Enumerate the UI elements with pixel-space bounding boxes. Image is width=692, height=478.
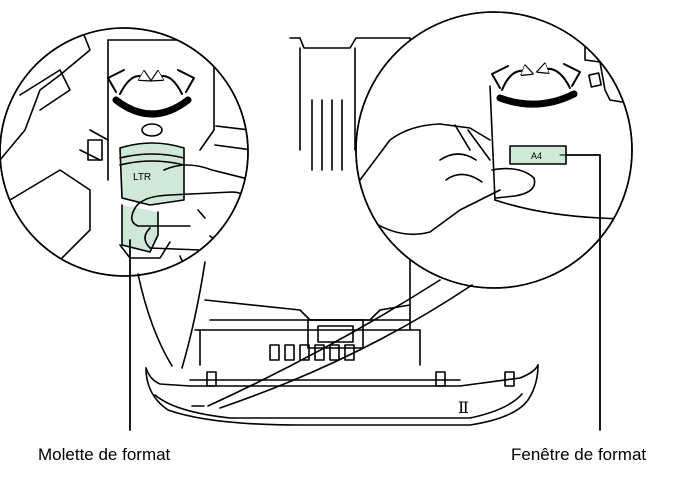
- paper-cassette: [145, 37, 539, 426]
- dial-size-label: LTR: [133, 172, 151, 183]
- window-size-label: A4: [531, 151, 542, 161]
- size-window-callout: Fenêtre de format: [511, 445, 647, 464]
- size-window-magnifier: [207, 11, 633, 409]
- size-dial-callout: Molette de format: [38, 445, 171, 464]
- size-dial-magnifier: [0, 27, 249, 369]
- callout-leader-lines: [129, 154, 601, 431]
- tray-number-marking: Ⅱ: [458, 398, 469, 417]
